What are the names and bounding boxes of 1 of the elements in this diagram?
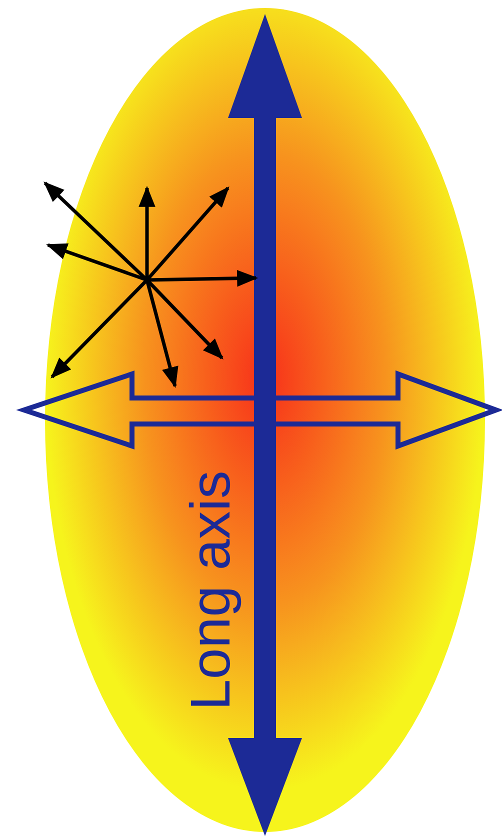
axis-label: Long axis (177, 470, 242, 710)
